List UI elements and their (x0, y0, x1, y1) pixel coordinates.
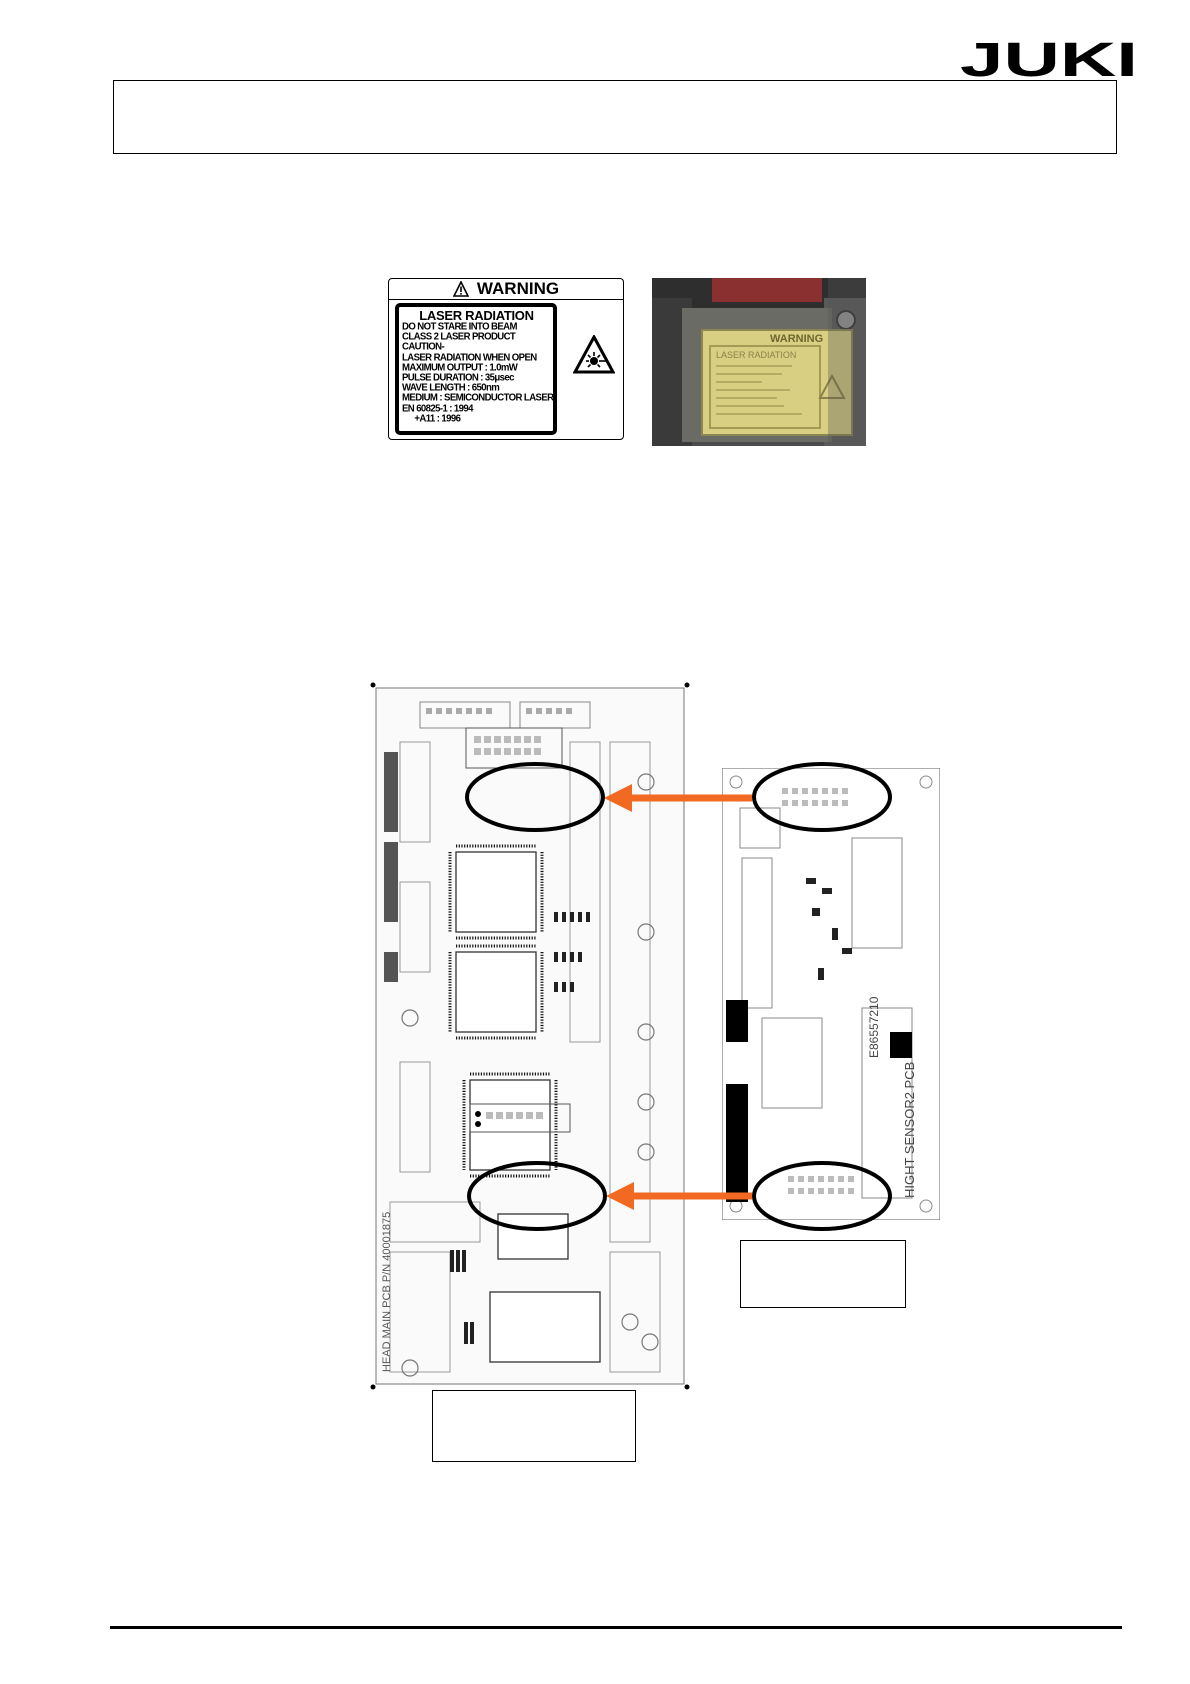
main-pcb-caption-box (432, 1390, 636, 1462)
warning-line: MAXIMUM OUTPUT : 1.0mW (402, 361, 518, 374)
sensor-pcb-caption-box (740, 1240, 906, 1308)
warning-line: MEDIUM : SEMICONDUCTOR LASER (402, 392, 554, 404)
warning-text-block: LASER RADIATION DO NOT STARE INTO BEAM C… (395, 303, 557, 435)
warning-line: CAUTION- (402, 341, 445, 353)
hight-sensor-pcb: HIGHT SENSOR2 PCB E86557210 (722, 768, 940, 1220)
footer-rule (110, 1626, 1122, 1629)
warning-heading-text: WARNING (476, 279, 560, 298)
warning-line: PULSE DURATION : 35μsec (402, 371, 514, 384)
warning-triangle-icon (452, 281, 469, 297)
juki-logo: JUKI (960, 38, 1138, 80)
warning-line: DO NOT STARE INTO BEAM (402, 320, 518, 333)
main-pcb-silkscreen: HEAD MAIN PCB P/N 40001875 (381, 1212, 393, 1372)
warning-heading: WARNING (389, 279, 623, 300)
photo-label-title: LASER RADIATION (716, 350, 796, 360)
sensor-pcb-part-number: E86557210 (867, 996, 881, 1058)
title-box (113, 80, 1117, 154)
warning-title: LASER RADIATION (419, 308, 534, 323)
warning-line: +A11 : 1996 (402, 412, 461, 425)
warning-line: LASER RADIATION WHEN OPEN (402, 351, 537, 364)
warning-line: EN 60825-1 : 1994 (402, 402, 473, 415)
head-main-pcb: HEAD MAIN PCB P/N 40001875 (370, 682, 690, 1390)
warning-line: CLASS 2 LASER PRODUCT (402, 331, 516, 343)
laser-warning-label: WARNING LASER RADIATION DO NOT STARE INT… (388, 278, 624, 440)
laser-hazard-icon (573, 335, 615, 374)
warning-line: WAVE LENGTH : 650nm (402, 382, 500, 394)
sensor-pcb-silkscreen: HIGHT SENSOR2 PCB (902, 1062, 917, 1198)
laser-sensor-photo: WARNING LASER RADIATION (652, 278, 866, 446)
photo-label-heading: WARNING (770, 333, 823, 345)
logo-text: JUKI (960, 38, 1138, 80)
